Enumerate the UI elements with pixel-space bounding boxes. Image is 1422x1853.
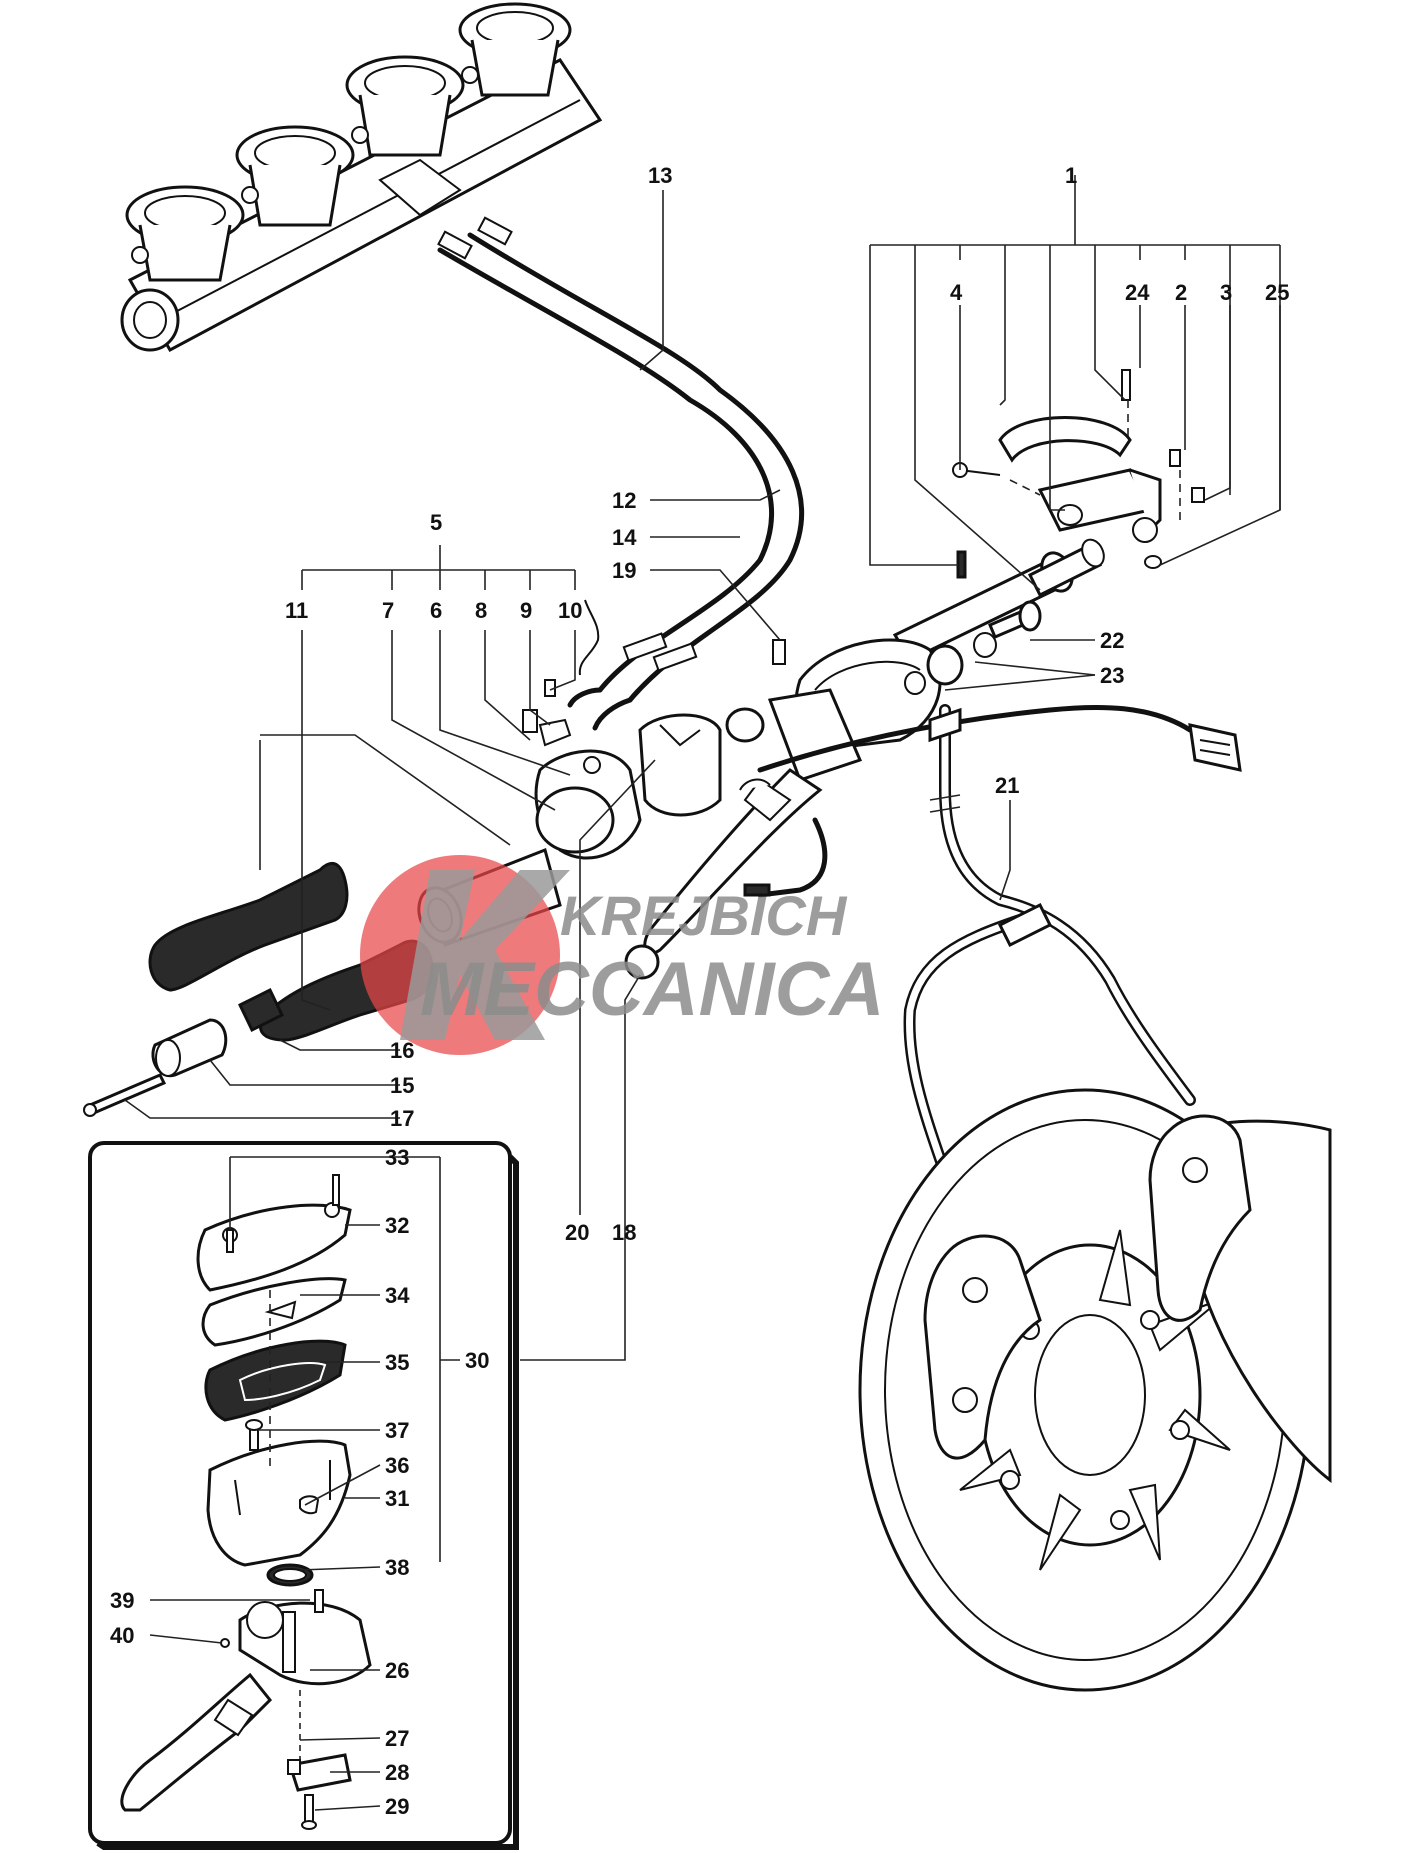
callout-23: 23: [1100, 663, 1124, 688]
handlebar-tube: [892, 538, 1105, 662]
callout-37: 37: [385, 1418, 409, 1443]
callout-18: 18: [612, 1220, 636, 1245]
reservoir-inset-box: [88, 1141, 519, 1850]
callout-22: 22: [1100, 628, 1124, 653]
callout-32: 32: [385, 1213, 409, 1238]
callout-11: 11: [285, 598, 308, 623]
callout-25: 25: [1265, 280, 1289, 305]
callout-35: 35: [385, 1350, 409, 1375]
callout-39: 39: [110, 1588, 134, 1613]
switch-wiring-harness: [743, 704, 1242, 898]
callout-15: 15: [390, 1073, 414, 1098]
callout-5: 5: [430, 510, 442, 535]
callout-2: 2: [1175, 280, 1187, 305]
callout-31: 31: [385, 1486, 409, 1511]
callout-21: 21: [995, 773, 1019, 798]
callout-27: 27: [385, 1726, 409, 1751]
callout-8: 8: [475, 598, 487, 623]
throttle-body-assembly: [120, 2, 603, 353]
callout-19: 19: [612, 558, 636, 583]
callout-7: 7: [382, 598, 394, 623]
handlebar-clamp-assembly: [952, 369, 1205, 569]
watermark-logo: KREJBICH MECCANICA: [360, 855, 884, 1055]
callout-34: 34: [385, 1283, 410, 1308]
brake-hose-and-disc: [858, 704, 1332, 1692]
callout-4: 4: [950, 280, 963, 305]
callout-14: 14: [612, 525, 637, 550]
callout-10: 10: [558, 598, 582, 623]
callout-9: 9: [520, 598, 532, 623]
brake-master-cylinder: [624, 600, 1042, 980]
callout-16: 16: [390, 1038, 414, 1063]
callout-leader-lines: [124, 175, 1281, 1811]
callout-30: 30: [465, 1348, 489, 1373]
throttle-cables: [437, 216, 805, 731]
watermark-line2: MECCANICA: [420, 947, 884, 1032]
callout-33: 33: [385, 1145, 409, 1170]
callout-40: 40: [110, 1623, 134, 1648]
callout-36: 36: [385, 1453, 409, 1478]
callout-13: 13: [648, 163, 672, 188]
callout-38: 38: [385, 1555, 409, 1580]
callout-12: 12: [612, 488, 636, 513]
callout-24: 24: [1125, 280, 1150, 305]
callout-labels: 1 2 3 4 5 6 7 8 9 10 11 12 13 14 15 16 1…: [110, 163, 1289, 1819]
callout-26: 26: [385, 1658, 409, 1683]
watermark-line1: KREJBICH: [560, 884, 848, 947]
callout-28: 28: [385, 1760, 409, 1785]
callout-1: 1: [1065, 163, 1077, 188]
callout-3: 3: [1220, 280, 1232, 305]
callout-29: 29: [385, 1794, 409, 1819]
callout-17: 17: [390, 1106, 414, 1131]
callout-20: 20: [565, 1220, 589, 1245]
callout-6: 6: [430, 598, 442, 623]
